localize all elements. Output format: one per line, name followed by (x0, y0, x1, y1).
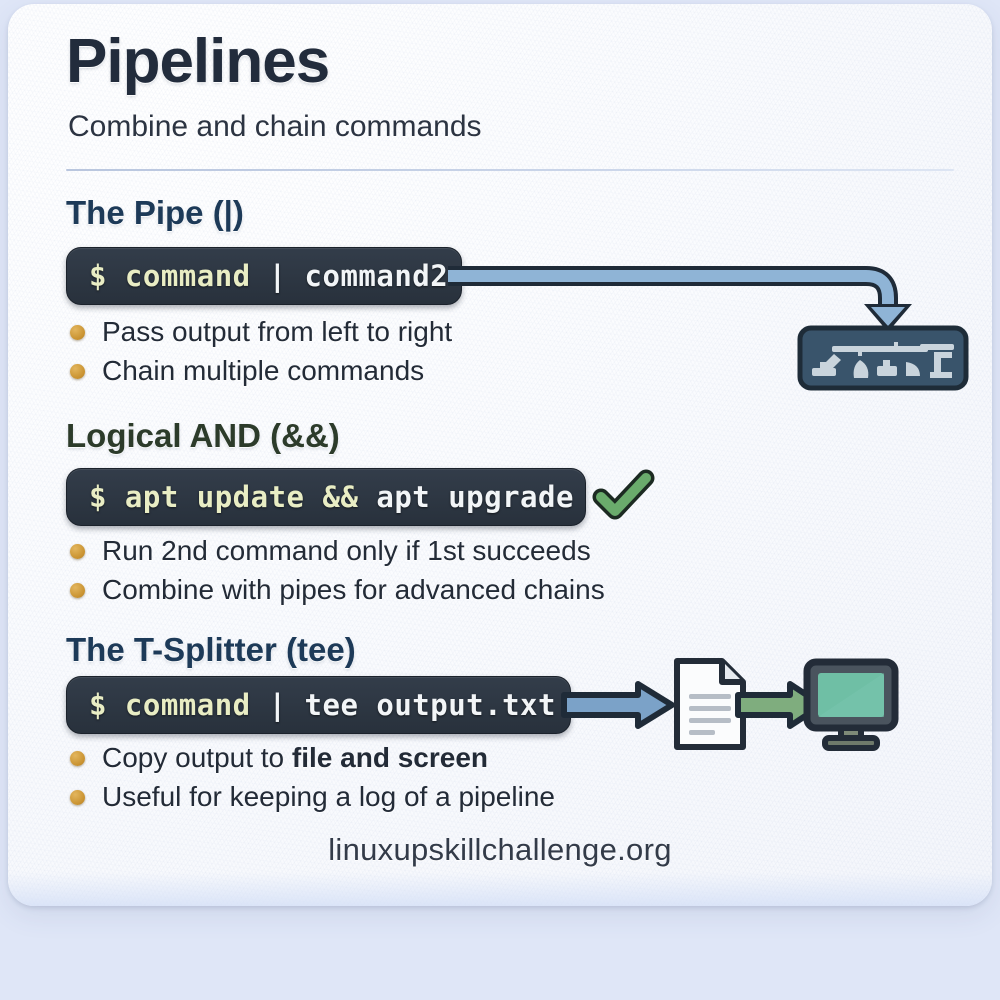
code-seg: | (268, 259, 305, 293)
list-item: Run 2nd command only if 1st succeeds (70, 535, 591, 567)
bullet-dot-icon (70, 789, 85, 805)
section-heading-logical-and: Logical AND (&&) (66, 417, 340, 454)
list-item-emphasis: file and screen (291, 742, 488, 773)
bullet-dot-icon (70, 582, 85, 598)
bullet-dot-icon (70, 324, 85, 340)
list-item-label: Pass output from left to right (102, 316, 453, 347)
pipe-elbow-arrow (448, 252, 928, 332)
list-item-label: Run 2nd command only if 1st succeeds (102, 535, 591, 566)
bullet-dot-icon (70, 750, 85, 766)
page-subtitle: Combine and chain commands (68, 110, 482, 143)
code-block-pipe: $ command | command2 (66, 247, 462, 305)
list-item-label: Combine with pipes for advanced chains (102, 574, 605, 605)
list-item-label: Copy output to file and screen (102, 742, 488, 774)
list-item: Useful for keeping a log of a pipeline (70, 781, 555, 813)
code-block-tee: $ command | tee output.txt (66, 676, 571, 734)
list-item-label: Useful for keeping a log of a pipeline (102, 781, 555, 812)
paper-card: Pipelines Combine and chain commands The… (8, 4, 992, 906)
green-checkmark-icon (592, 469, 655, 522)
bullet-dot-icon (70, 363, 85, 379)
bullet-dot-icon (70, 543, 85, 559)
section-heading-tee: The T-Splitter (tee) (66, 631, 356, 668)
code-seg: $ apt update (89, 480, 323, 514)
code-seg: $ command (89, 259, 269, 293)
list-item: Pass output from left to right (70, 316, 452, 348)
monitor-icon (803, 658, 899, 752)
pipe-fittings-panel-icon (797, 325, 969, 391)
code-seg: $ command (89, 688, 269, 722)
list-item: Copy output to file and screen (70, 742, 488, 774)
list-item: Chain multiple commands (70, 355, 424, 387)
page-title: Pipelines (66, 27, 330, 96)
blue-arrow-icon (561, 681, 675, 729)
code-seg: command2 (304, 259, 449, 293)
section-heading-pipe: The Pipe (|) (66, 194, 244, 231)
list-item-label: Chain multiple commands (102, 355, 425, 386)
footer-url: linuxupskillchallenge.org (328, 832, 672, 867)
code-seg: apt upgrade (376, 480, 574, 514)
header-divider (66, 169, 954, 171)
code-block-logical-and: $ apt update && apt upgrade (66, 468, 586, 526)
list-item-text: Copy output to (102, 742, 292, 773)
code-seg: && (322, 480, 377, 514)
code-seg: | (268, 688, 305, 722)
code-seg: tee output.txt (304, 688, 556, 722)
list-item: Combine with pipes for advanced chains (70, 574, 605, 606)
